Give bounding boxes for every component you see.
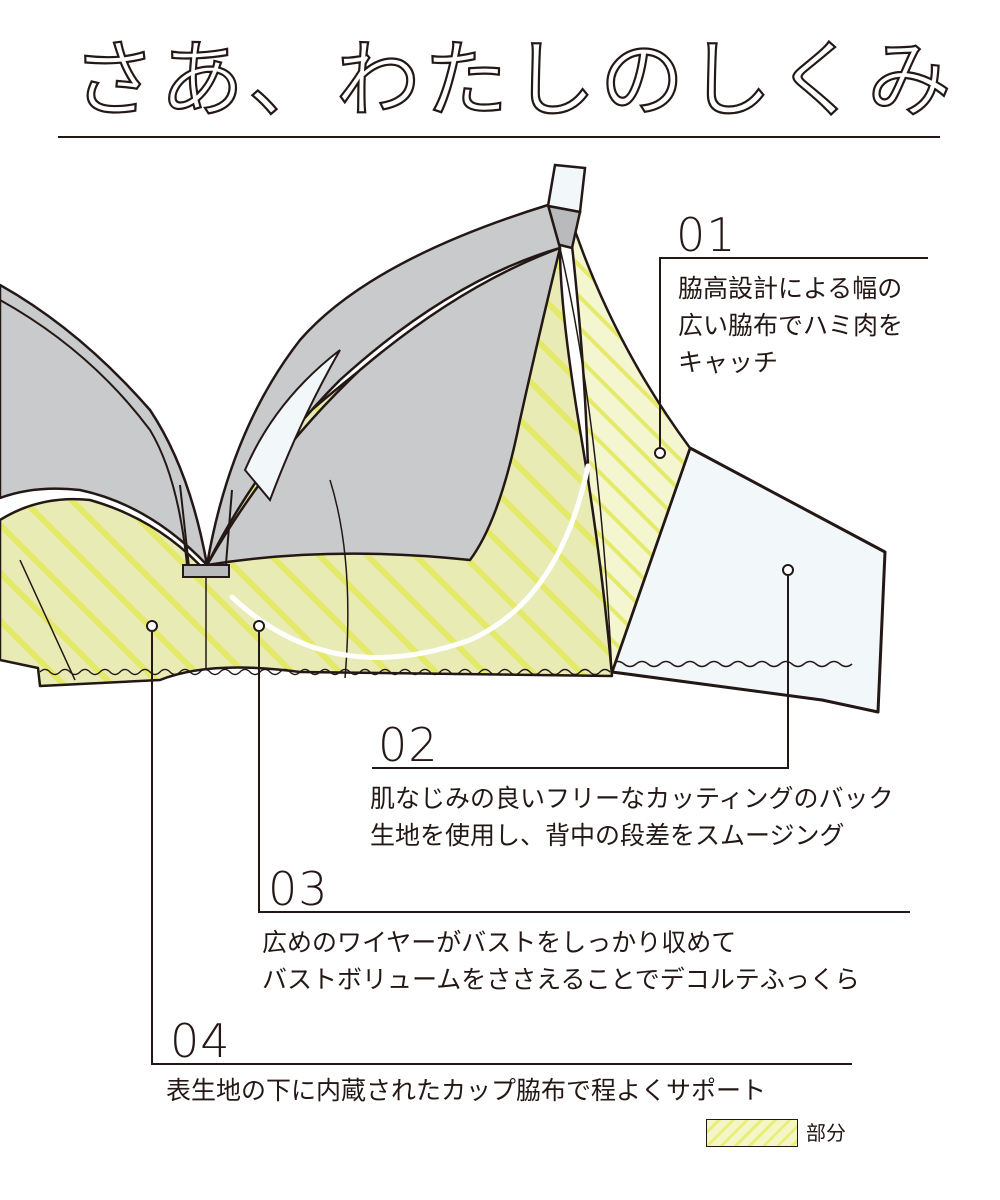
point-04	[146, 620, 158, 632]
callout-text-04: 表生地の下に内蔵されたカップ脇布で程よくサポート	[166, 1072, 766, 1109]
legend-swatch	[706, 1119, 798, 1147]
title-underline	[58, 136, 940, 138]
callout-text-02: 肌なじみの良いフリーなカッティングのバック 生地を使用し、背中の段差をスムージン…	[370, 780, 894, 854]
callout-03-line: バストボリュームをささえることでデコルテふっくら	[262, 965, 860, 994]
gore-tab	[182, 564, 230, 578]
callout-02-line: 肌なじみの良いフリーなカッティングのバック	[370, 784, 894, 813]
point-02	[782, 564, 794, 576]
leader-03	[258, 632, 910, 913]
leader-01	[659, 257, 928, 447]
point-01	[654, 447, 666, 459]
callout-01-line: キャッチ	[678, 348, 779, 377]
callout-number-03: 03	[268, 862, 329, 916]
point-03	[253, 620, 265, 632]
shoulder-strap	[546, 163, 587, 214]
left-cup	[0, 283, 209, 567]
callout-02-line: 生地を使用し、背中の段差をスムージング	[370, 821, 845, 850]
page-title: さあ、わたしのしくみ	[71, 30, 956, 130]
callout-number-02: 02	[378, 718, 439, 772]
right-cup-inner	[205, 246, 562, 567]
callout-number-04: 04	[170, 1014, 231, 1068]
lower-lace-edge	[39, 668, 611, 676]
underwire-03	[229, 463, 591, 660]
leader-04	[151, 632, 852, 1065]
legend-label: 部分	[806, 1121, 846, 1145]
back-band-lace-edge	[611, 660, 853, 668]
right-cup-window	[243, 349, 341, 502]
left-cup-edge	[0, 299, 189, 577]
callout-01-line: 広い脇布でハミ肉を	[678, 311, 904, 340]
callout-number-01: 01	[676, 208, 737, 262]
callout-01-line: 脇高設計による幅の	[678, 274, 903, 303]
callout-04-line: 表生地の下に内蔵されたカップ脇布で程よくサポート	[166, 1076, 767, 1105]
callout-03-line: 広めのワイヤーがバストをしっかり収めて	[262, 928, 737, 957]
callout-text-03: 広めのワイヤーがバストをしっかり収めて バストボリュームをささえることでデコルテ…	[262, 924, 860, 998]
leader-02	[372, 576, 789, 769]
callout-text-01: 脇高設計による幅の 広い脇布でハミ肉を キャッチ	[678, 270, 903, 381]
